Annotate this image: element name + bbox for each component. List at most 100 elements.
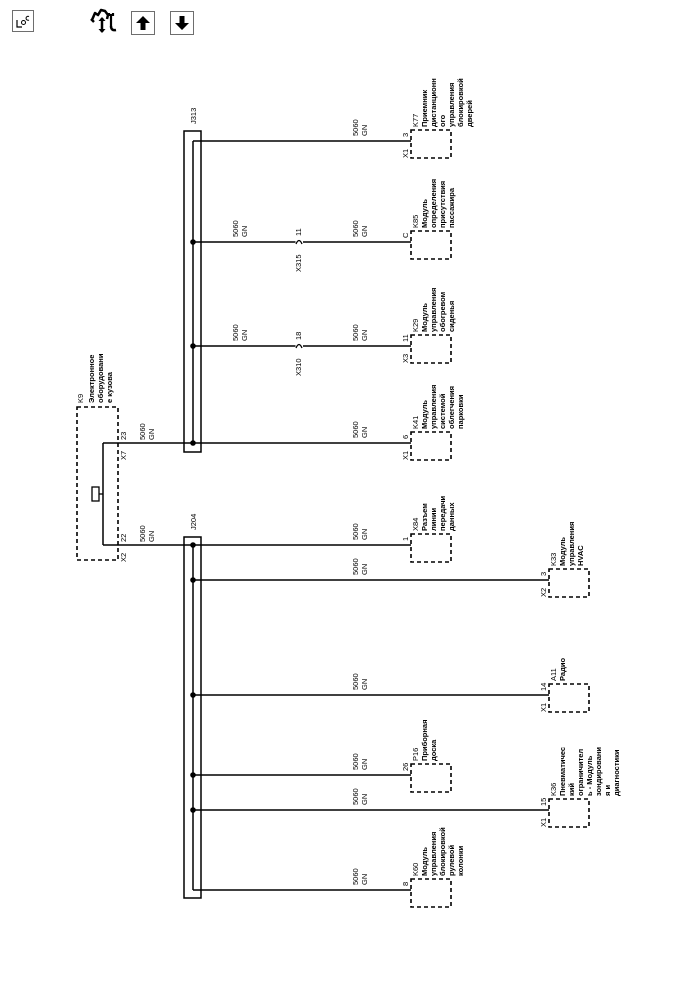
k36-name-line: я и [603,785,612,796]
k36-name-line: зондировани [594,747,603,796]
a11-name-line: Радио [558,658,567,681]
k41-pin: 6 [401,435,410,439]
x84-name-line: Разъем [420,503,429,531]
splice-dot [190,692,196,698]
k9-x7-circuit: 5060 [138,423,147,440]
k41-wire-color: GN [360,427,369,438]
x310-gap [295,345,303,348]
k33-box [548,568,590,598]
k29-connector: X3 [401,354,410,363]
k77-name-line: дистанционн [429,78,438,127]
k60-name-line: рулевой [447,845,456,876]
k41-id: K41 [411,416,420,429]
splice-dot [190,343,196,349]
k9-x2-circuit: 5060 [138,525,147,542]
k29-box [410,334,452,364]
k41-wire-circuit: 5060 [351,421,360,438]
x315-inline-pin: 11 [294,228,303,236]
k60-name-line: блокировкой [438,827,447,876]
k36-pin: 15 [539,798,548,806]
k60-name-line: управления [429,832,438,876]
arrow-up-icon [136,16,150,30]
k9-name-line: е кузова [105,371,114,403]
k9-x2-color: GN [147,531,156,542]
splice-j313-label: J313 [189,108,198,124]
loc-button[interactable] [12,10,34,32]
k9-x7-color: GN [147,429,156,440]
k33-name-line: HVAC [576,545,585,566]
x84-name-line: линии [429,507,438,531]
x84-name-line: данных [447,502,456,531]
k60-wire-color: GN [360,874,369,885]
hydraulic-button[interactable] [88,6,122,36]
splice-dot [190,577,196,583]
x310-inline-connector: X310 [294,358,303,376]
k77-name-line: ого [438,114,447,127]
k60-name-line: колонки [456,845,465,876]
k9-x2-connector: X2 [119,553,128,562]
hydraulic-wrench-icon [90,8,117,33]
a11-pin: 14 [539,683,548,691]
x310-inline-pin: 18 [294,332,303,340]
k41-name-line: системой [438,393,447,429]
k60-id: K60 [411,863,420,876]
k77-id: K77 [411,114,420,127]
k29-name-line: сиденья [447,301,456,332]
k29-wire-b-circuit: 5060 [351,324,360,341]
k77-name-line: блокировкой [456,78,465,127]
k41-name-line: облегчения [447,386,456,429]
k9-name-line: Электронное [87,355,96,403]
k33-pin: 3 [539,572,548,576]
k36-name-line: Пневматичес [558,747,567,796]
k33-connector: X2 [539,588,548,597]
k9-box [76,406,119,561]
x84-wire-circuit: 5060 [351,523,360,540]
k36-wire-circuit: 5060 [351,788,360,805]
k36-name-line: диагностики [612,749,621,796]
k9-internal-module [91,486,100,502]
k77-name-line: Приемник [420,90,429,127]
x84-id: X84 [411,518,420,531]
arrow-up-button[interactable] [131,11,155,35]
k36-name-line: ь - Модуль [585,755,594,796]
x315-connector-arc [295,239,303,245]
k29-name-line: Модуль [420,303,429,332]
k60-name-line: Модуль [420,847,429,876]
p16-id: P16 [411,748,420,761]
k85-name-line: пассажира [447,187,456,228]
k29-name-line: обогревом [438,291,447,332]
k41-connector: X1 [401,451,410,460]
p16-wire-color: GN [360,759,369,770]
k77-wire-circuit: 5060 [351,119,360,136]
k36-box [548,798,590,828]
k9-x7-connector: X7 [119,451,128,460]
k9-name-line: оборудовани [96,353,105,403]
k33-wire-color: GN [360,564,369,575]
k85-wire-a-color: GN [240,226,249,237]
x84-box [410,533,452,563]
k85-name-line: Модуль [420,199,429,228]
p16-name-line: доска [429,739,438,761]
p16-wire-circuit: 5060 [351,753,360,770]
k85-pin: C [401,232,410,238]
k36-id: K36 [549,783,558,796]
k41-name-line: парковки [456,394,465,429]
x84-pin: 1 [401,537,410,541]
k33-name-line: Модуль [558,537,567,566]
arrow-down-button[interactable] [170,11,194,35]
splice-dot [190,239,196,245]
p16-box [410,763,452,793]
k36-wire-color: GN [360,794,369,805]
k85-wire-a-circuit: 5060 [231,220,240,237]
k77-pin: 3 [401,133,410,137]
arrow-down-icon [175,16,189,30]
k29-pin: 11 [401,334,410,342]
k36-connector: X1 [539,818,548,827]
k85-wire-b-color: GN [360,226,369,237]
k29-id: K29 [411,319,420,332]
x84-wire-color: GN [360,529,369,540]
k60-pin: 8 [401,882,410,886]
k85-name-line: присутствия [438,181,447,228]
a11-wire-color: GN [360,679,369,690]
